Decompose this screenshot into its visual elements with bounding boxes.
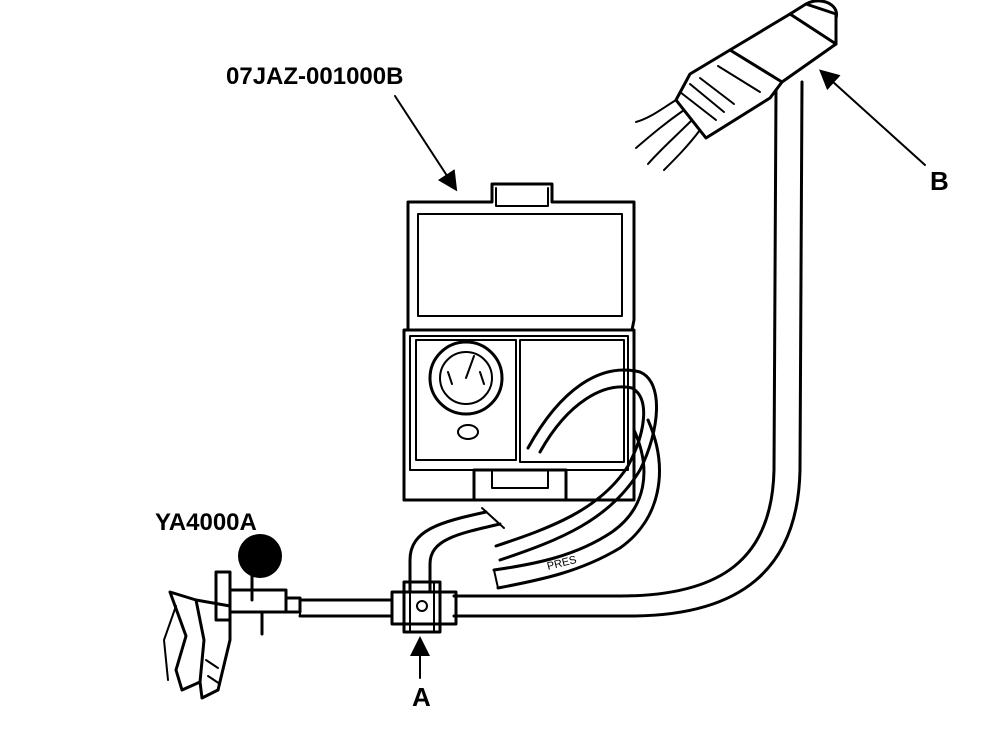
tester-lid-inner-panel bbox=[417, 213, 623, 317]
connector-b-wire-3 bbox=[647, 119, 693, 165]
hose-compartment bbox=[519, 339, 625, 463]
connector-b-housing bbox=[674, 48, 784, 140]
tester-base-inner bbox=[409, 335, 629, 471]
tester-lid-latch bbox=[495, 187, 549, 207]
tester-to-tee-hose-right bbox=[428, 522, 502, 594]
coiled-hose-outer bbox=[498, 368, 658, 562]
tee-fitting-a bbox=[390, 580, 458, 634]
callout-a-label: A bbox=[412, 682, 431, 712]
tester-leader-arrow bbox=[394, 95, 458, 192]
connector-b-wire-4 bbox=[663, 129, 701, 171]
pump-handle-rear bbox=[194, 598, 232, 700]
callout-b-leader-arrow bbox=[819, 69, 926, 166]
pump-handle-front bbox=[168, 590, 206, 692]
hand-pump bbox=[163, 534, 302, 700]
tester-to-tee-hose-left bbox=[408, 510, 488, 594]
label-tester-part-number: 07JAZ-001000B bbox=[226, 63, 403, 90]
coiled-hose-inner bbox=[494, 385, 646, 548]
riser-hose-outer bbox=[452, 80, 804, 618]
connector-b bbox=[635, 0, 838, 171]
connector-b-wire-2 bbox=[635, 109, 685, 149]
pressure-gauge-needle bbox=[465, 355, 475, 379]
main-hose bbox=[298, 80, 804, 618]
tester-valve-knob bbox=[457, 424, 479, 440]
pump-body bbox=[228, 588, 288, 614]
gauge-panel bbox=[415, 339, 517, 461]
pressure-gauge-icon bbox=[428, 340, 504, 416]
connector-b-wire-1 bbox=[635, 99, 677, 123]
connector-b-body bbox=[728, 12, 838, 84]
pressure-tester-case bbox=[402, 182, 636, 502]
tester-front-latch bbox=[472, 468, 568, 502]
tester-base bbox=[402, 328, 636, 502]
pres-hose-outer bbox=[496, 418, 661, 590]
pump-outlet bbox=[284, 596, 302, 614]
riser-hose-inner bbox=[452, 88, 778, 598]
pressure-gauge-face bbox=[439, 351, 493, 405]
label-pump-part-number: YA4000A bbox=[155, 509, 257, 536]
pump-gauge-icon bbox=[238, 534, 282, 578]
callout-b-label: B bbox=[930, 166, 949, 196]
pres-hose-inner bbox=[492, 428, 646, 572]
